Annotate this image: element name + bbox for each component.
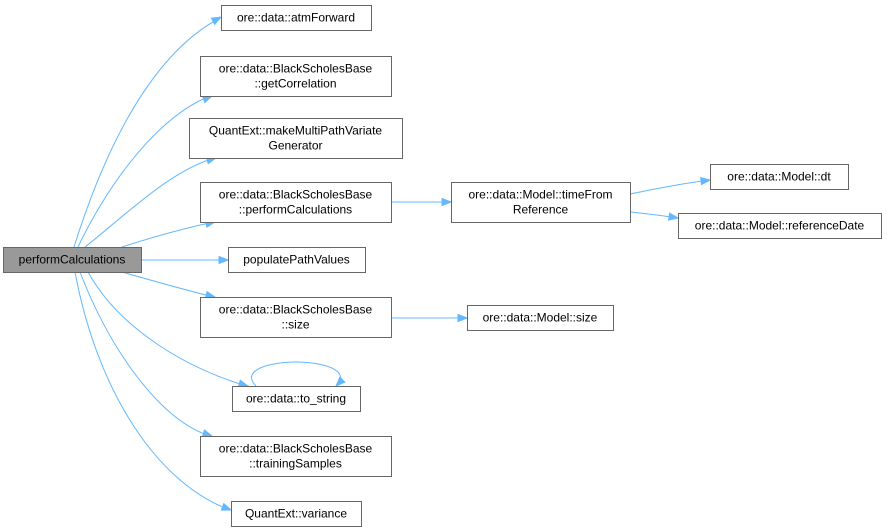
arrowhead-icon [210, 16, 223, 26]
edge-perf-to-tfr [391, 197, 453, 207]
node-box[interactable] [451, 182, 631, 223]
node-label: ::trainingSamples [249, 457, 342, 471]
node-msize[interactable]: ore::data::Model::size [467, 305, 614, 331]
node-box[interactable] [221, 5, 372, 31]
node-label: ore::data::BlackScholesBase [219, 442, 373, 456]
node-box[interactable] [710, 164, 849, 190]
arrowhead-icon [218, 255, 230, 265]
edge-root-to-tostr [87, 271, 250, 388]
node-corr[interactable]: ore::data::BlackScholesBase::getCorrelat… [200, 56, 392, 97]
node-box[interactable] [200, 182, 392, 223]
edge-tfr-to-dt [629, 176, 712, 195]
edge-line [121, 271, 215, 298]
node-atm[interactable]: ore::data::atmForward [221, 5, 372, 31]
node-label: ore::data::BlackScholesBase [219, 303, 373, 317]
edge-root-to-train [79, 271, 214, 438]
arrowhead-icon [667, 212, 680, 221]
edge-root-to-perf [121, 219, 217, 248]
node-dt[interactable]: ore::data::Model::dt [710, 164, 849, 190]
node-label: Reference [513, 203, 569, 217]
edge-line [121, 221, 215, 248]
arrowhead-icon [237, 379, 250, 388]
edge-tfr-to-refdate [629, 211, 680, 221]
edge-line [84, 157, 216, 248]
node-box[interactable] [189, 118, 403, 159]
edge-line [629, 179, 711, 195]
node-label: ore::data::Model::dt [727, 170, 831, 184]
edge-line [79, 271, 211, 437]
edge-line [251, 361, 341, 387]
node-label: ore::data::Model::timeFrom [468, 188, 612, 202]
node-box[interactable] [228, 247, 366, 273]
node-box[interactable] [200, 297, 392, 338]
node-box[interactable] [678, 213, 882, 239]
arrowhead-icon [201, 429, 214, 438]
node-label: ::performCalculations [239, 203, 352, 217]
node-box[interactable] [232, 386, 361, 412]
node-box[interactable] [3, 247, 142, 273]
node-label: Generator [268, 139, 322, 153]
edge-line [77, 95, 211, 248]
node-train[interactable]: ore::data::BlackScholesBase::trainingSam… [200, 436, 392, 477]
edge-root-to-mmpv [84, 156, 218, 248]
node-label: ore::data::to_string [246, 392, 346, 406]
node-label: ore::data::Model::size [483, 311, 598, 325]
node-refdate[interactable]: ore::data::Model::referenceDate [678, 213, 882, 239]
edge-root-to-atm [73, 16, 223, 248]
edge-line [74, 271, 231, 511]
edge-root-to-pop [141, 255, 230, 265]
node-label: performCalculations [19, 253, 126, 267]
node-box[interactable] [200, 436, 392, 477]
nodes-layer: performCalculations ore::data::atmForward… [3, 5, 882, 527]
edge-tostr-to-tostr [251, 361, 346, 387]
arrowhead-icon [700, 176, 712, 186]
node-label: ore::data::Model::referenceDate [695, 219, 865, 233]
node-label: QuantExt::makeMultiPathVariate [209, 124, 383, 138]
node-size[interactable]: ore::data::BlackScholesBase::size [200, 297, 392, 338]
edge-root-to-size [121, 271, 217, 299]
node-label: ore::data::BlackScholesBase [219, 188, 373, 202]
arrowhead-icon [220, 502, 233, 511]
node-box[interactable] [467, 305, 614, 331]
node-label: ore::data::BlackScholesBase [219, 62, 373, 76]
node-box[interactable] [231, 501, 362, 527]
node-pop[interactable]: populatePathValues [228, 247, 366, 273]
edge-root-to-var [74, 271, 233, 511]
arrowhead-icon [335, 376, 346, 387]
edges-layer [73, 16, 712, 511]
node-root[interactable]: performCalculations [3, 247, 142, 273]
node-var[interactable]: QuantExt::variance [231, 501, 362, 527]
edge-line [73, 17, 221, 248]
node-label: ::size [281, 318, 309, 332]
node-perf[interactable]: ore::data::BlackScholesBase::performCalc… [200, 182, 392, 223]
node-label: ore::data::atmForward [237, 11, 355, 25]
node-label: populatePathValues [243, 253, 350, 267]
arrowhead-icon [441, 197, 453, 207]
edge-line [87, 271, 248, 387]
arrowhead-icon [457, 313, 469, 323]
node-box[interactable] [200, 56, 392, 97]
node-label: QuantExt::variance [245, 507, 347, 521]
node-label: ::getCorrelation [254, 77, 336, 91]
edge-size-to-msize [391, 313, 469, 323]
node-tostr[interactable]: ore::data::to_string [232, 386, 361, 412]
